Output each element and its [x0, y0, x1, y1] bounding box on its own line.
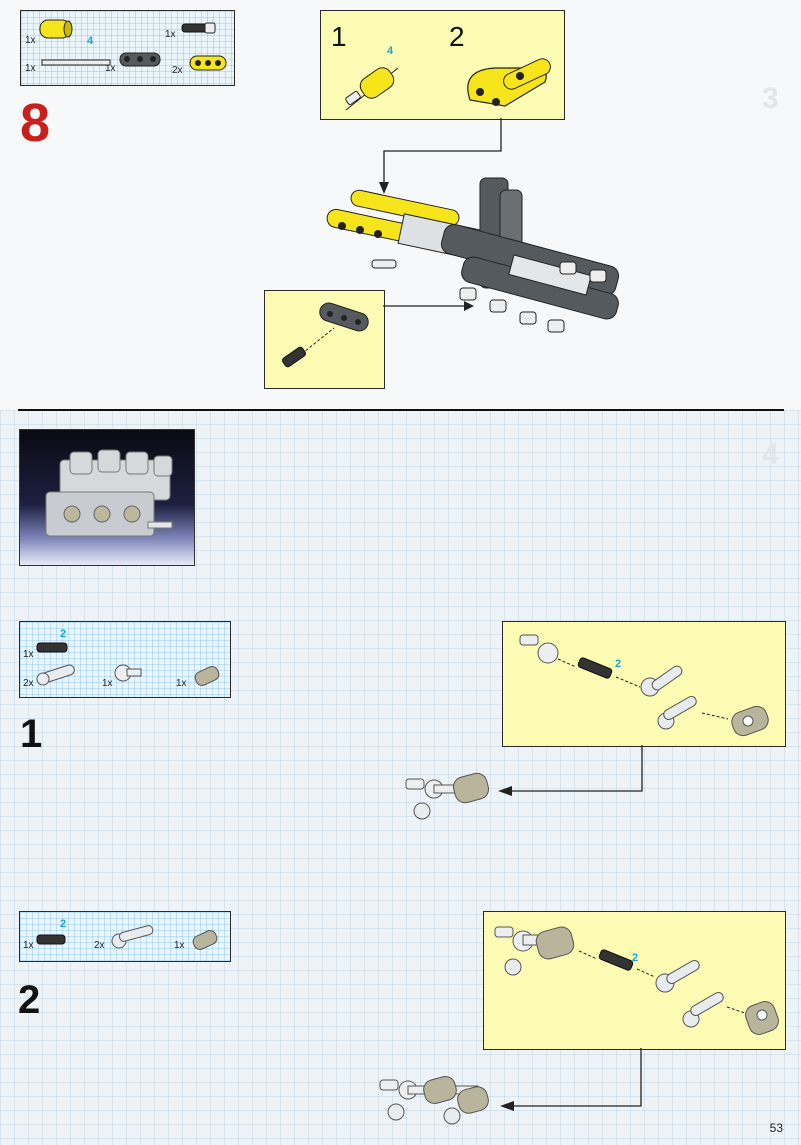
engine-block-render [45, 449, 173, 537]
step2-parts-illustration [36, 925, 218, 950]
step1-assembly-illustration [519, 634, 769, 737]
dark-beam-icon [119, 52, 161, 67]
pin-length-label: 2 [60, 918, 67, 930]
step-number: 2 [18, 978, 41, 1022]
step-number: 1 [20, 712, 43, 756]
gray-crank-icon [682, 992, 724, 1028]
part-qty: 2x [94, 940, 105, 951]
black-pin-icon [36, 642, 68, 653]
gray-frame-assembly [397, 177, 620, 320]
step1-parts-illustration [36, 642, 220, 686]
step2-assembly-illustration [494, 926, 779, 1035]
gray-crank-icon [657, 696, 697, 730]
step8-parts-box: 1x 1x 4 1x 1x 2x [20, 10, 235, 86]
substep-number: 2 [449, 21, 465, 52]
pin-length-label: 2 [615, 658, 622, 670]
ghost-mark: 3 [762, 82, 779, 115]
yellow-connector-icon [345, 67, 399, 111]
ghost-mark: 4 [762, 438, 779, 471]
step8-arrow [379, 118, 502, 194]
part-qty: 1x [23, 649, 34, 660]
gray-axle-icon [41, 59, 111, 66]
step8-subassembly-callout: 1 2 4 [320, 10, 565, 120]
substep-count: 4 [387, 45, 394, 57]
step1-arrow [498, 745, 643, 796]
gray-crank-icon [111, 925, 154, 949]
part-qty: 1x [165, 29, 176, 40]
gray-crank-icon [36, 664, 75, 686]
dark-beam-icon [319, 302, 369, 332]
step8-model-illustration [326, 177, 620, 333]
step-number: 8 [20, 93, 51, 153]
step8-subassembly-illustration [345, 58, 551, 111]
gray-crank-icon [640, 665, 683, 697]
part-qty: 1x [23, 940, 34, 951]
axle-length-label: 4 [87, 35, 94, 47]
yellow-connector-icon [39, 19, 73, 39]
part-qty: 2x [172, 65, 183, 76]
step2-assembly-callout: 2 [483, 911, 786, 1050]
step2-result-illustration [379, 1076, 489, 1125]
part-qty: 1x [102, 678, 113, 689]
engine-preview-photo [19, 429, 195, 566]
part-qty: 1x [25, 35, 36, 46]
part-qty: 1x [174, 940, 185, 951]
yellow-beam-icon [189, 55, 227, 71]
tan-beam-icon [731, 705, 769, 737]
pin-row [371, 259, 607, 333]
yellow-beam-pair-icon [467, 58, 551, 107]
step1-result-illustration [405, 772, 490, 820]
gray-hub-icon [519, 634, 559, 664]
gray-hub-icon [114, 664, 142, 682]
tan-beam-icon [745, 1001, 779, 1035]
partial-crank-assembly [494, 926, 575, 976]
black-pin-icon [598, 949, 634, 971]
gray-crank-icon [655, 960, 700, 993]
part-qty: 1x [176, 678, 187, 689]
pin-length-label: 2 [60, 628, 67, 640]
black-pin-icon [36, 934, 66, 945]
pin-length-label: 2 [632, 952, 639, 964]
step1-parts-box: 1x 2 2x 1x 1x [19, 621, 231, 698]
black-pin-icon [281, 346, 307, 368]
section-divider [18, 409, 784, 411]
tan-beam-icon [192, 930, 218, 950]
black-pin-icon [577, 657, 613, 679]
part-qty: 2x [23, 678, 34, 689]
substep-number: 1 [331, 21, 347, 52]
part-qty: 1x [25, 63, 36, 74]
step2-arrow [500, 1048, 642, 1111]
tan-beam-icon [194, 666, 220, 686]
black-pin-icon [181, 22, 216, 34]
part-qty: 1x [105, 63, 116, 74]
step8-parts-illustration [39, 19, 227, 71]
page-number: 53 [769, 1121, 783, 1135]
step8-pin-illustration [281, 301, 474, 368]
